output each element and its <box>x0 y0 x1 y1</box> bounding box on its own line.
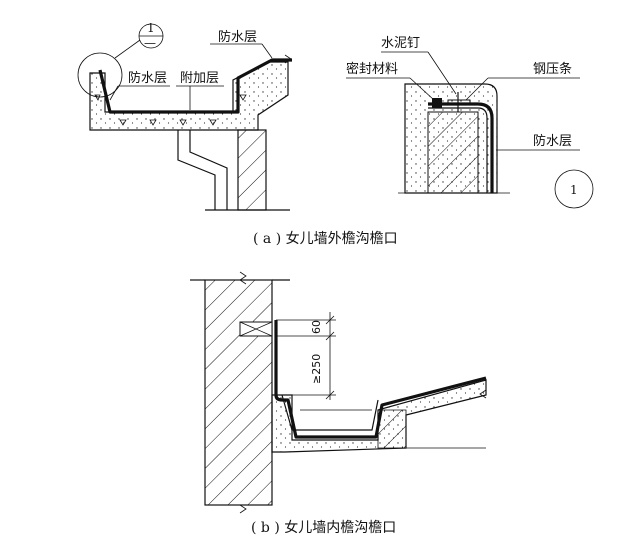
drain-pipe <box>177 130 228 210</box>
leader-steel-strip <box>465 77 489 101</box>
label-cement-nail: 水泥钉 <box>381 36 420 51</box>
detail-brick <box>427 111 479 194</box>
caption-a: ( a ) 女儿墙外檐沟檐口 <box>253 230 398 247</box>
detail-big-circle <box>554 169 594 209</box>
label-additional: 附加层 <box>180 71 219 86</box>
waterproof-membrane-b <box>274 320 487 439</box>
label-waterproof-right: 防水层 <box>533 133 572 149</box>
label-waterproof-top: 防水层 <box>218 29 257 45</box>
parapet-wall-b <box>204 279 273 506</box>
gutter-a-section: 1 — 防水层 防水层 附加层 <box>77 21 292 211</box>
sealing-block <box>432 98 442 108</box>
label-waterproof-mid: 防水层 <box>128 70 167 86</box>
break-mark-right-b <box>479 389 487 399</box>
fixing-strip-cross <box>239 321 273 337</box>
break-mark-bottom <box>239 504 247 514</box>
detail-ref-number: 1 <box>147 21 155 35</box>
concrete-marks <box>94 94 247 126</box>
detail-callout-circle <box>77 52 123 98</box>
detail-big-number: 1 <box>570 183 578 197</box>
detail-ref-dash: — <box>144 36 156 50</box>
dim-ticks <box>325 315 335 400</box>
leader-cement-nail <box>427 51 457 95</box>
waterproof-membrane-detail <box>428 102 494 193</box>
wall-a <box>237 129 267 211</box>
label-steel-strip: 钢压条 <box>533 61 572 77</box>
membrane-inner <box>428 107 488 193</box>
leader-waterproof-top <box>261 43 273 59</box>
caption-b: ( b ) 女儿墙内檐沟檐口 <box>251 519 396 536</box>
detail-1-section: 水泥钉 密封材料 钢压条 防水层 1 <box>346 36 594 209</box>
dim-250: ≥250 <box>310 354 323 384</box>
membrane-inner-b <box>281 394 379 431</box>
waterproof-membrane-a <box>98 58 292 114</box>
dim-60: 60 <box>310 320 323 334</box>
leader-sealing <box>409 77 435 101</box>
gutter-b-section: 60 ≥250 <box>190 271 487 514</box>
break-mark-a <box>284 54 292 64</box>
label-sealing: 密封材料 <box>346 61 398 77</box>
break-mark-top <box>239 271 247 285</box>
gutter-edge-b <box>377 409 407 449</box>
leader-waterproof-mid <box>109 85 119 101</box>
steel-strip <box>447 99 471 106</box>
detail-callout-leader <box>114 39 141 59</box>
